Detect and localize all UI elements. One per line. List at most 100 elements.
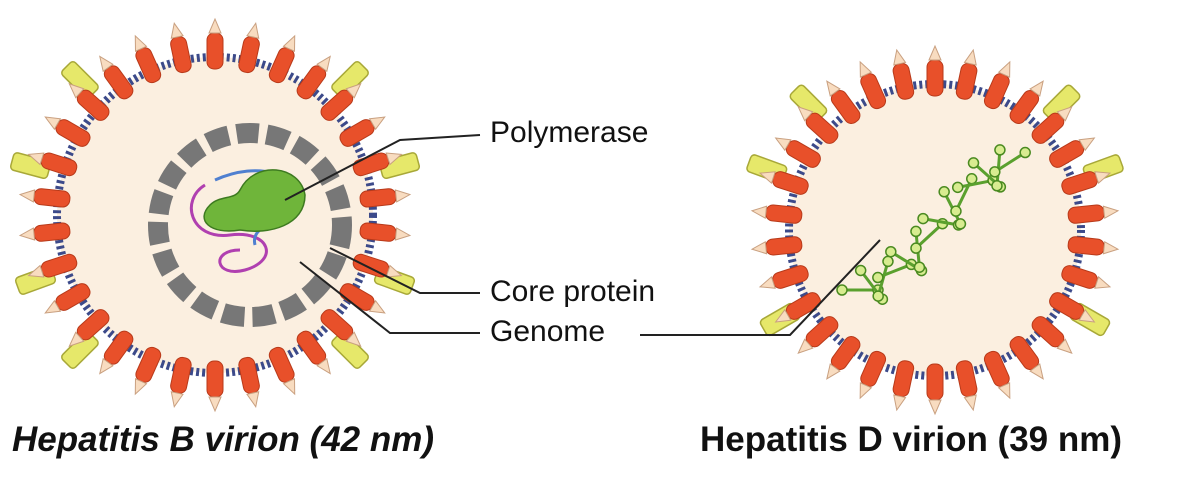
spike-cap bbox=[1102, 205, 1120, 220]
surface-spike bbox=[926, 44, 944, 97]
spike-body bbox=[33, 188, 71, 208]
spike-cap bbox=[1102, 240, 1120, 255]
spike-cap bbox=[68, 83, 85, 99]
spike-cap bbox=[368, 299, 386, 314]
surface-spike bbox=[1067, 204, 1120, 224]
rna-nucleotide bbox=[913, 261, 926, 273]
surface-spike bbox=[206, 17, 224, 70]
rna-rung bbox=[914, 222, 944, 250]
rna-rung bbox=[994, 151, 1026, 174]
surface-spike bbox=[352, 253, 403, 278]
surface-spike bbox=[296, 330, 331, 375]
surface-spike bbox=[826, 335, 861, 380]
surface-spike bbox=[1009, 335, 1044, 380]
surface-spike bbox=[134, 34, 162, 84]
spike-cap bbox=[394, 227, 412, 241]
rna-nucleotide bbox=[882, 255, 894, 268]
spike-cap bbox=[859, 382, 873, 400]
rna-nucleotide bbox=[1019, 146, 1031, 159]
spike-cap bbox=[385, 152, 403, 166]
spike-cap bbox=[826, 80, 841, 97]
spike-cap bbox=[774, 137, 792, 152]
genome-label: Genome bbox=[490, 315, 606, 348]
spike-cap bbox=[44, 116, 62, 131]
surface-spike bbox=[859, 350, 887, 400]
spike-cap bbox=[750, 205, 768, 220]
surface-spike bbox=[18, 188, 71, 208]
spike-cap bbox=[27, 264, 45, 278]
spike-cap bbox=[44, 299, 62, 314]
rna-nucleotide bbox=[951, 181, 964, 194]
rna-nucleotide bbox=[938, 186, 950, 198]
spike-cap bbox=[394, 189, 412, 203]
polymerase-leader-line bbox=[284, 134, 481, 201]
spike-cap bbox=[893, 48, 907, 66]
spike-cap bbox=[797, 106, 814, 122]
core-protein-label: Core protein bbox=[490, 275, 656, 308]
spike-cap bbox=[170, 22, 184, 39]
rna-nucleotide bbox=[854, 264, 867, 277]
spike-cap bbox=[99, 357, 114, 375]
surface-spike bbox=[1061, 171, 1112, 195]
spike-cap bbox=[1056, 338, 1073, 354]
spike-cap bbox=[345, 83, 362, 99]
surface-spike bbox=[983, 350, 1011, 400]
hdv-caption: Hepatitis D virion (39 nm) bbox=[700, 420, 1123, 459]
surface-spike bbox=[758, 265, 809, 289]
spike-cap bbox=[1094, 171, 1112, 185]
rna-rung bbox=[957, 178, 994, 189]
surface-spike bbox=[44, 116, 91, 147]
core-protein-leader-line bbox=[329, 247, 480, 294]
spike-cap bbox=[750, 240, 768, 255]
rna-nucleotide bbox=[989, 166, 1001, 178]
spike-cap bbox=[170, 391, 184, 408]
spike-cap bbox=[774, 308, 792, 323]
surface-spike bbox=[750, 204, 803, 224]
rna-nucleotide bbox=[910, 225, 922, 238]
surface-spike bbox=[99, 55, 134, 100]
surface-spike bbox=[1049, 292, 1096, 323]
surface-spike bbox=[750, 236, 803, 256]
surface-spike bbox=[359, 188, 412, 208]
leader-lines bbox=[284, 134, 881, 336]
surface-spike bbox=[983, 60, 1011, 110]
spike-cap bbox=[246, 22, 260, 39]
rna-nucleotide bbox=[950, 205, 962, 217]
core-protein-capsid bbox=[148, 123, 352, 327]
rna-nucleotide bbox=[994, 144, 1006, 156]
rna-nucleotide bbox=[872, 271, 884, 284]
polymerase-protein bbox=[203, 169, 306, 232]
spike-cap bbox=[208, 396, 222, 413]
spike-body bbox=[33, 222, 71, 242]
surface-spike bbox=[296, 55, 331, 100]
spike-body bbox=[359, 188, 397, 208]
surface-spike bbox=[320, 309, 362, 347]
rna-nucleotide bbox=[885, 245, 897, 258]
spike-cap bbox=[316, 357, 331, 375]
spike-cap bbox=[1029, 80, 1044, 97]
spike-cap bbox=[282, 378, 296, 396]
surface-spike bbox=[18, 222, 71, 242]
spike-body bbox=[785, 140, 821, 168]
spike-cap bbox=[758, 171, 776, 185]
rna-nucleotide bbox=[836, 284, 848, 296]
surface-spike bbox=[27, 152, 78, 177]
surface-spike bbox=[955, 48, 978, 100]
surface-spike bbox=[99, 330, 134, 375]
surface-spike bbox=[758, 171, 809, 195]
spike-body bbox=[1067, 236, 1105, 256]
surface-spike bbox=[774, 137, 821, 168]
surface-spike bbox=[44, 283, 91, 314]
spike-cap bbox=[134, 378, 148, 396]
spike-cap bbox=[246, 391, 260, 408]
spike-body bbox=[206, 360, 224, 398]
rna-nucleotide bbox=[965, 173, 978, 185]
spike-body bbox=[926, 363, 944, 401]
surface-spike bbox=[892, 48, 915, 100]
surface-spike bbox=[1061, 265, 1112, 289]
rna-nucleotide bbox=[991, 180, 1003, 192]
surface-spike bbox=[826, 80, 861, 125]
surface-spike bbox=[27, 253, 78, 278]
spike-cap bbox=[928, 399, 942, 416]
genome-leader-line-hdv bbox=[640, 239, 881, 336]
